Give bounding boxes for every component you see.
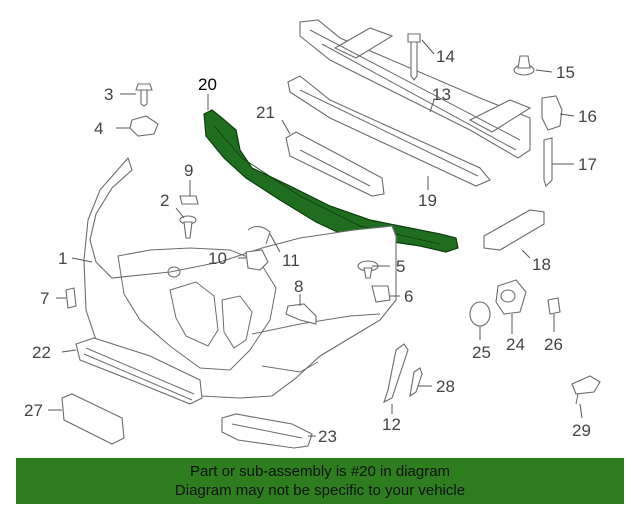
notice-line-1: Part or sub-assembly is #20 in diagram <box>189 463 451 480</box>
label-2: 2 <box>160 191 169 210</box>
part-26-sensor-ring[interactable] <box>547 297 561 315</box>
part-1-bumper-cover[interactable] <box>83 156 397 399</box>
part-20-energy-absorber[interactable] <box>203 109 459 253</box>
label-29: 29 <box>572 421 591 440</box>
part-18-block[interactable] <box>483 209 545 251</box>
part-14-bolt[interactable] <box>407 33 421 81</box>
part-13-bumper-reinforcement[interactable] <box>299 19 532 159</box>
label-23: 23 <box>318 427 337 446</box>
part-12-side-strip[interactable] <box>383 343 409 404</box>
label-17: 17 <box>578 155 597 174</box>
part-22-lower-grille[interactable] <box>75 337 203 405</box>
part-9-cap[interactable] <box>179 195 199 205</box>
part-29-connector[interactable] <box>571 375 601 405</box>
label-5: 5 <box>396 257 405 276</box>
label-24: 24 <box>506 335 525 354</box>
part-7-small-bracket[interactable] <box>65 287 77 309</box>
notice-banner: Part or sub-assembly is #20 in diagram D… <box>16 458 624 504</box>
label-20: 20 <box>198 75 217 94</box>
label-14: 14 <box>436 47 455 66</box>
part-27-trim-panel[interactable] <box>61 393 125 445</box>
label-26: 26 <box>544 335 563 354</box>
label-4: 4 <box>94 119 103 138</box>
part-8-plate-bracket[interactable] <box>285 303 317 325</box>
label-25: 25 <box>472 343 491 362</box>
label-22: 22 <box>32 343 51 362</box>
leader-lines <box>48 39 583 437</box>
label-11: 11 <box>282 251 300 270</box>
label-9: 9 <box>184 161 193 180</box>
part-15-nut[interactable] <box>513 55 535 76</box>
label-21: 21 <box>256 103 275 122</box>
label-3: 3 <box>104 85 113 104</box>
label-12: 12 <box>382 415 401 434</box>
label-27: 27 <box>24 401 43 420</box>
label-10: 10 <box>208 249 227 268</box>
part-24-park-sensor[interactable] <box>495 279 527 315</box>
label-1: 1 <box>58 249 67 268</box>
label-13: 13 <box>432 85 451 104</box>
part-21-bracket[interactable] <box>285 131 385 197</box>
bumper-parts-diagram: 20 3 4 9 2 1 7 10 11 8 5 6 22 27 23 12 2… <box>24 19 601 449</box>
part-4-clip-nut[interactable] <box>129 115 159 137</box>
notice-line-2: Diagram may not be specific to your vehi… <box>174 482 466 499</box>
label-6: 6 <box>404 287 413 306</box>
label-16: 16 <box>578 107 597 126</box>
label-15: 15 <box>556 63 575 82</box>
part-2-screw[interactable] <box>179 215 197 239</box>
part-5-expansion-rivet[interactable] <box>357 260 379 279</box>
part-23-side-grille[interactable] <box>221 413 313 449</box>
part-17-bracket-strip[interactable] <box>543 137 553 188</box>
part-16-clip[interactable] <box>541 95 563 131</box>
callout-labels: 20 3 4 9 2 1 7 10 11 8 5 6 22 27 23 12 2… <box>24 47 597 446</box>
part-28-side-strip[interactable] <box>409 367 423 398</box>
part-11-wire-clip[interactable] <box>247 226 271 245</box>
label-19: 19 <box>418 191 437 210</box>
part-6-bracket-clip[interactable] <box>371 285 391 303</box>
label-8: 8 <box>294 277 303 296</box>
part-25-sensor-cap[interactable] <box>469 301 491 327</box>
part-10-sensor-holder[interactable] <box>245 249 269 271</box>
label-18: 18 <box>532 255 551 274</box>
label-7: 7 <box>40 289 49 308</box>
part-3-screw[interactable] <box>135 83 153 107</box>
label-28: 28 <box>436 377 455 396</box>
part-19-absorber-strip[interactable] <box>287 75 491 187</box>
